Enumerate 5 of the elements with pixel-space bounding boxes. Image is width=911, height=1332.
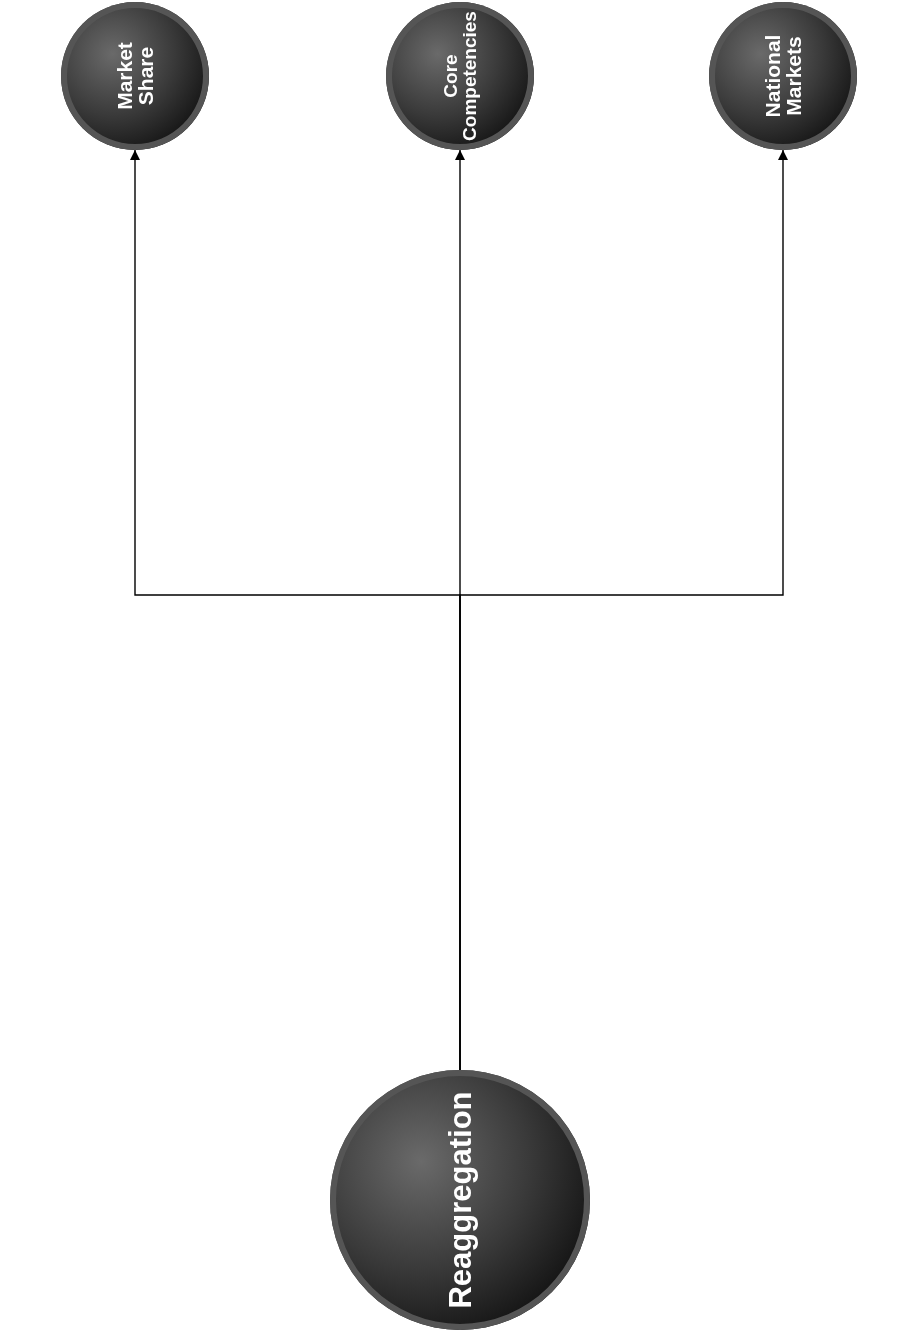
node-label: Market Share: [114, 41, 156, 112]
node-label: Reaggregation: [444, 1090, 476, 1311]
node-label: Core Competencies: [441, 10, 479, 143]
arrow: [459, 149, 788, 1071]
node-label: National Markets: [762, 33, 804, 120]
